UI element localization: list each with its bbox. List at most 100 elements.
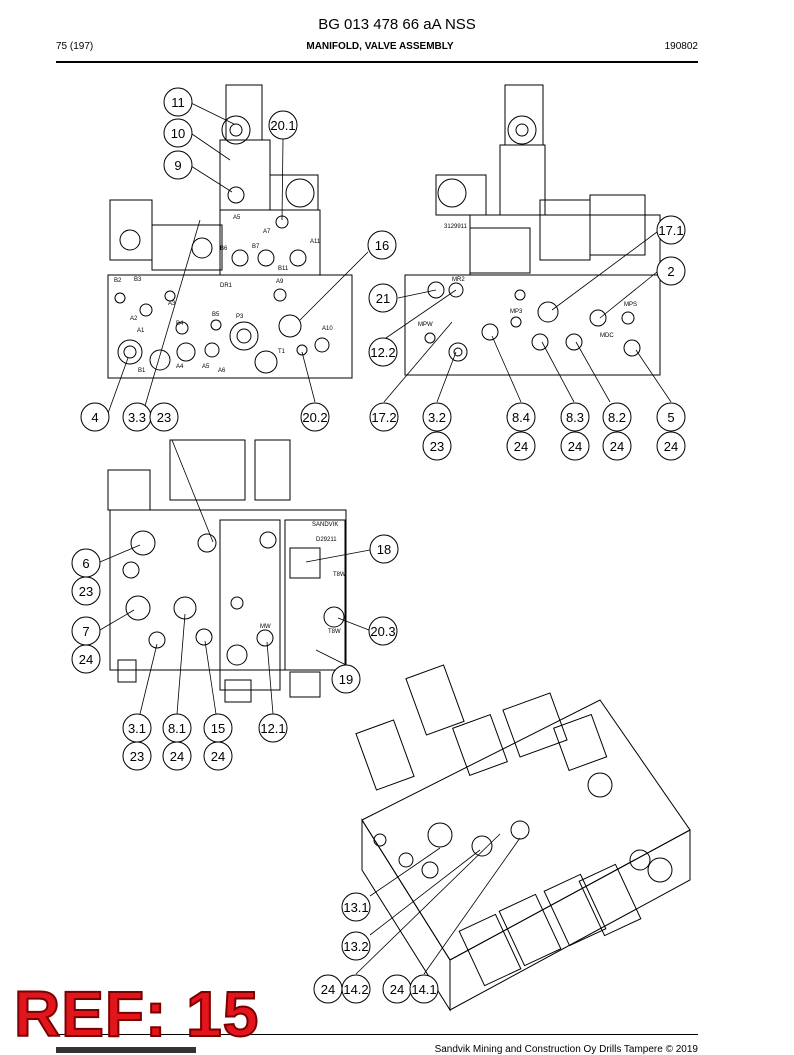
svg-text:3.2: 3.2 <box>428 410 446 425</box>
svg-text:MPS: MPS <box>624 302 637 308</box>
callout-group: 11 10 9 20.1 16 21 12.2 4 3.3 23 20.2 17… <box>71 87 686 1004</box>
svg-text:DR1: DR1 <box>220 283 233 289</box>
svg-text:B1: B1 <box>138 368 146 374</box>
svg-text:16: 16 <box>375 238 389 253</box>
callout-18: 18 <box>369 534 399 564</box>
view-front-right <box>404 84 661 376</box>
callout-8-4: 8.4 <box>506 402 536 432</box>
svg-text:3.3: 3.3 <box>128 410 146 425</box>
svg-text:24: 24 <box>664 439 678 454</box>
svg-text:B7: B7 <box>252 244 260 250</box>
svg-text:8.4: 8.4 <box>512 410 530 425</box>
svg-text:14.1: 14.1 <box>411 982 436 997</box>
view-isometric <box>355 664 691 1012</box>
svg-text:10: 10 <box>171 126 185 141</box>
view-front-left <box>107 84 353 379</box>
svg-text:24: 24 <box>390 982 404 997</box>
footer-copyright: Sandvik Mining and Construction Oy Drill… <box>434 1044 698 1055</box>
callout-24-g: 24 <box>203 741 233 771</box>
callout-23-c: 23 <box>71 576 101 606</box>
callout-3-3: 3.3 <box>122 402 152 432</box>
svg-text:A5: A5 <box>233 215 241 221</box>
callout-24-b: 24 <box>560 431 590 461</box>
svg-text:6: 6 <box>82 556 89 571</box>
svg-text:24: 24 <box>170 749 184 764</box>
svg-text:B5: B5 <box>212 312 220 318</box>
callout-7: 7 <box>71 616 101 646</box>
callout-8-2: 8.2 <box>602 402 632 432</box>
sandvik-logo <box>56 1047 196 1053</box>
svg-text:MP3: MP3 <box>510 309 523 315</box>
svg-text:17.2: 17.2 <box>371 410 396 425</box>
callout-24-f: 24 <box>162 741 192 771</box>
callout-8-3: 8.3 <box>560 402 590 432</box>
svg-text:8.1: 8.1 <box>168 721 186 736</box>
svg-text:24: 24 <box>568 439 582 454</box>
callout-24-i: 24 <box>382 974 412 1004</box>
svg-text:MPW: MPW <box>418 322 433 328</box>
callout-20-2: 20.2 <box>300 402 330 432</box>
svg-text:21: 21 <box>376 291 390 306</box>
svg-text:17.1: 17.1 <box>658 223 683 238</box>
svg-text:24: 24 <box>514 439 528 454</box>
svg-text:A9: A9 <box>276 279 284 285</box>
callout-24-e: 24 <box>71 644 101 674</box>
svg-text:13.2: 13.2 <box>343 939 368 954</box>
svg-text:A7: A7 <box>263 229 271 235</box>
svg-text:T8W: T8W <box>333 572 346 578</box>
callout-24-d: 24 <box>656 431 686 461</box>
ref-stamp: REF: 15 <box>13 978 260 1050</box>
callout-3-1: 3.1 <box>122 713 152 743</box>
svg-text:B2: B2 <box>114 278 122 284</box>
callout-23-b: 23 <box>422 431 452 461</box>
svg-text:A2: A2 <box>130 316 138 322</box>
callout-5: 5 <box>656 402 686 432</box>
svg-text:B11: B11 <box>278 266 289 272</box>
svg-text:T1: T1 <box>278 349 286 355</box>
svg-text:23: 23 <box>157 410 171 425</box>
svg-text:8.2: 8.2 <box>608 410 626 425</box>
svg-text:13.1: 13.1 <box>343 900 368 915</box>
callout-15: 15 <box>203 713 233 743</box>
callout-16: 16 <box>367 230 397 260</box>
svg-text:4: 4 <box>91 410 98 425</box>
svg-text:A5: A5 <box>202 364 210 370</box>
svg-text:24: 24 <box>610 439 624 454</box>
callout-20-1: 20.1 <box>268 110 298 140</box>
footer-rule <box>56 1034 698 1035</box>
header-rule <box>56 61 698 63</box>
callout-4: 4 <box>80 402 110 432</box>
svg-text:A11: A11 <box>310 239 321 245</box>
svg-text:A6: A6 <box>218 368 226 374</box>
svg-text:7: 7 <box>82 624 89 639</box>
document-date: 190802 <box>664 41 698 52</box>
callout-8-1: 8.1 <box>162 713 192 743</box>
callout-21: 21 <box>368 283 398 313</box>
svg-text:23: 23 <box>79 584 93 599</box>
callout-3-2: 3.2 <box>422 402 452 432</box>
svg-text:B3: B3 <box>134 277 142 283</box>
svg-text:B4: B4 <box>176 321 184 327</box>
svg-text:D29211: D29211 <box>316 537 337 543</box>
svg-text:2: 2 <box>667 264 674 279</box>
callout-17-2: 17.2 <box>369 402 399 432</box>
callout-11: 11 <box>163 87 193 117</box>
svg-text:20.1: 20.1 <box>270 118 295 133</box>
callout-12-1: 12.1 <box>258 713 288 743</box>
svg-text:MW: MW <box>260 624 271 630</box>
callout-17-1: 17.1 <box>656 215 686 245</box>
svg-text:A1: A1 <box>137 328 145 334</box>
svg-text:3.1: 3.1 <box>128 721 146 736</box>
svg-text:MR2: MR2 <box>452 277 465 283</box>
assembly-name: MANIFOLD, VALVE ASSEMBLY <box>306 41 454 52</box>
callout-24-a: 24 <box>506 431 536 461</box>
svg-text:SANDVIK: SANDVIK <box>312 522 338 528</box>
svg-text:5: 5 <box>667 410 674 425</box>
svg-text:15: 15 <box>211 721 225 736</box>
svg-text:8.3: 8.3 <box>566 410 584 425</box>
svg-text:14.2: 14.2 <box>343 982 368 997</box>
svg-text:19: 19 <box>339 672 353 687</box>
svg-text:20.3: 20.3 <box>370 624 395 639</box>
svg-text:A4: A4 <box>176 364 184 370</box>
svg-text:23: 23 <box>430 439 444 454</box>
